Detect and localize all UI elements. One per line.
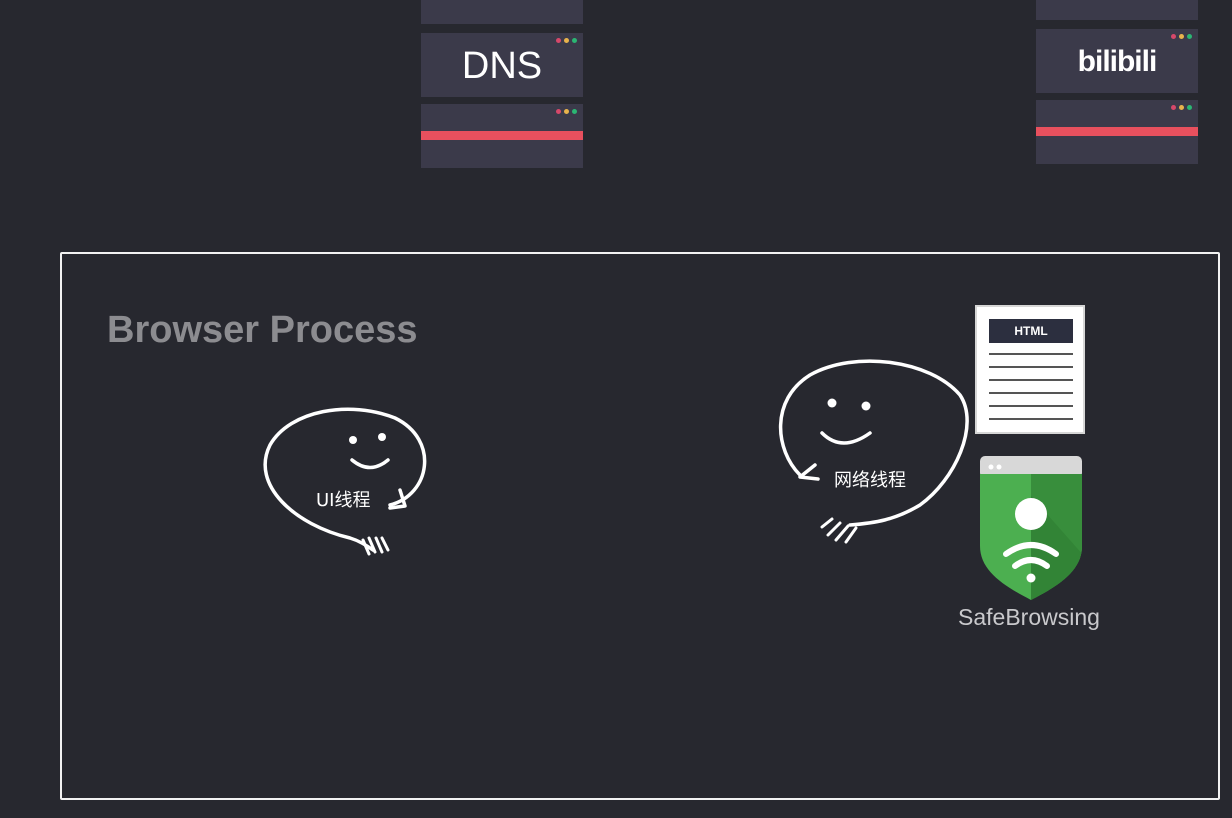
text-line	[989, 379, 1073, 381]
red-stripe	[1036, 127, 1198, 136]
window-dots-icon	[556, 38, 577, 43]
dns-server-unit-top	[421, 0, 583, 24]
window-dots-icon	[556, 109, 577, 114]
text-line	[989, 366, 1073, 368]
text-line	[989, 392, 1073, 394]
red-stripe	[421, 131, 583, 140]
ui-thread-label: UI线程	[316, 486, 370, 512]
text-line	[989, 405, 1073, 407]
ui-thread-icon	[255, 400, 445, 570]
window-dots-icon	[1171, 105, 1192, 110]
bilibili-server-unit: bilibili	[1036, 29, 1198, 93]
bilibili-server-unit-bottom	[1036, 100, 1198, 164]
text-line	[989, 418, 1073, 420]
network-thread-icon	[770, 355, 980, 550]
text-line	[989, 353, 1073, 355]
safebrowsing-shield-icon	[978, 456, 1084, 602]
bilibili-server-unit-top	[1036, 0, 1198, 20]
network-thread-label: 网络线程	[834, 466, 906, 492]
html-document-header: HTML	[989, 319, 1073, 343]
bilibili-logo: bilibili	[1036, 45, 1198, 79]
dns-server-unit: DNS	[421, 33, 583, 97]
dns-server-unit-bottom	[421, 104, 583, 168]
safebrowsing-label: SafeBrowsing	[958, 604, 1100, 631]
browser-process-title: Browser Process	[107, 309, 418, 352]
window-dots-icon	[1171, 34, 1192, 39]
dns-label: DNS	[421, 45, 583, 88]
html-document-icon: HTML	[975, 305, 1085, 434]
